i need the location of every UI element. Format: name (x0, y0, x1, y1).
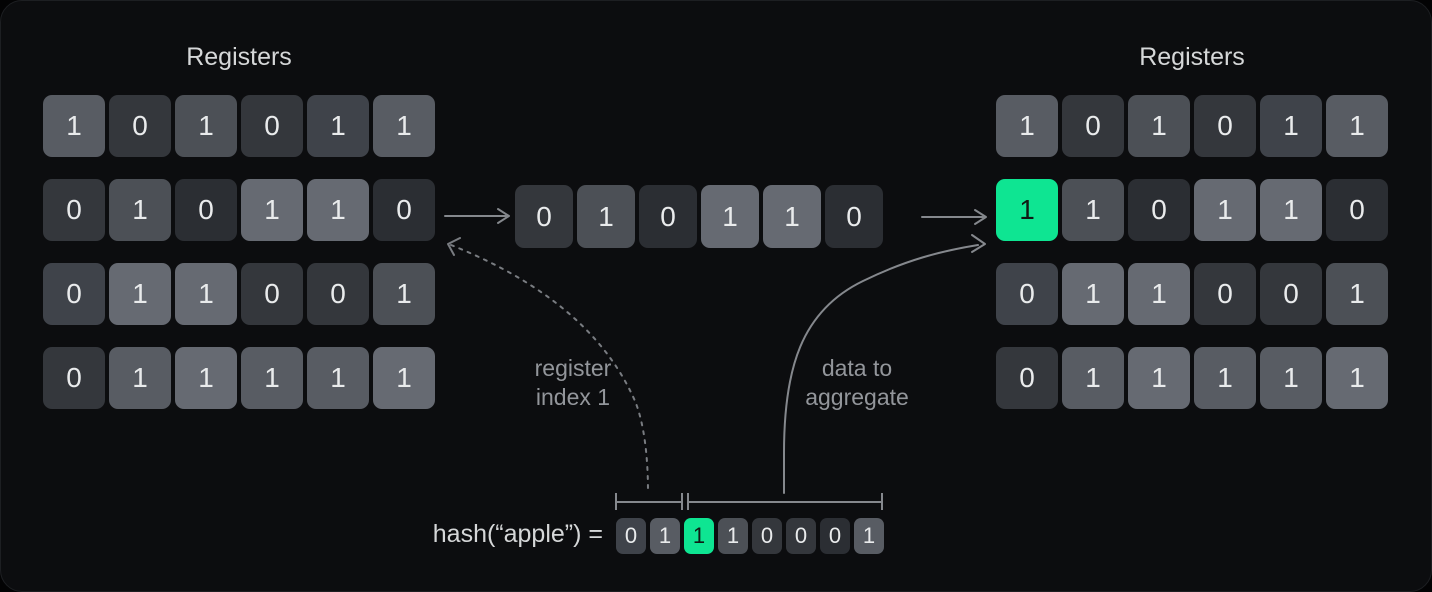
register-cell: 1 (1062, 347, 1124, 409)
register-cell-highlighted: 1 (996, 179, 1058, 241)
hash-expression: hash(“apple”) = (432, 520, 603, 548)
right-registers-title: Registers (1139, 43, 1245, 71)
register-cell: 1 (1128, 263, 1190, 325)
register-index-label-line2: index 1 (535, 384, 611, 410)
hash-bit: 0 (820, 518, 850, 554)
hash-bit: 1 (854, 518, 884, 554)
register-cell: 1 (1062, 263, 1124, 325)
register-cell: 0 (1194, 95, 1256, 157)
hash-bit: 0 (752, 518, 782, 554)
register-cell: 0 (1194, 263, 1256, 325)
register-index-label-line1: register (534, 355, 612, 381)
register-cell: 1 (373, 95, 435, 157)
hashed-value-cell: 0 (515, 185, 573, 248)
register-cell: 0 (307, 263, 369, 325)
register-cell: 1 (373, 347, 435, 409)
register-cell: 1 (109, 179, 171, 241)
register-cell: 1 (1260, 179, 1322, 241)
register-cell: 1 (175, 347, 237, 409)
register-cell: 0 (1326, 179, 1388, 241)
hashed-value-cell: 1 (763, 185, 821, 248)
register-cell: 1 (373, 263, 435, 325)
hash-bit-highlighted: 1 (684, 518, 714, 554)
register-cell: 1 (996, 95, 1058, 157)
left-registers-title: Registers (186, 43, 292, 71)
register-cell: 1 (307, 347, 369, 409)
register-cell: 1 (307, 95, 369, 157)
register-cell: 1 (1326, 95, 1388, 157)
register-cell: 1 (1194, 347, 1256, 409)
register-cell: 1 (241, 347, 303, 409)
register-cell: 1 (1326, 347, 1388, 409)
hash-bit: 1 (650, 518, 680, 554)
register-cell: 0 (241, 95, 303, 157)
data-aggregate-label-line2: aggregate (805, 384, 909, 410)
hashed-value-cell: 0 (639, 185, 697, 248)
left-to-middle-arrowhead (497, 208, 510, 224)
register-cell: 1 (109, 347, 171, 409)
register-cell: 0 (996, 347, 1058, 409)
register-cell: 1 (1326, 263, 1388, 325)
register-cell: 1 (1128, 347, 1190, 409)
middle-to-right-arrowhead (974, 209, 987, 225)
hash-bit: 0 (786, 518, 816, 554)
register-cell: 0 (1260, 263, 1322, 325)
register-index-label: register index 1 (499, 354, 647, 412)
register-cell: 1 (307, 179, 369, 241)
hashed-value-cell: 1 (701, 185, 759, 248)
register-cell: 1 (175, 95, 237, 157)
register-cell: 1 (109, 263, 171, 325)
register-cell: 1 (1260, 347, 1322, 409)
data-aggregate-label: data to aggregate (783, 354, 931, 412)
register-cell: 0 (43, 347, 105, 409)
hashed-value-cell: 1 (577, 185, 635, 248)
register-cell: 1 (43, 95, 105, 157)
register-cell: 0 (175, 179, 237, 241)
register-cell: 0 (1062, 95, 1124, 157)
hashed-value-cell: 0 (825, 185, 883, 248)
register-cell: 0 (1128, 179, 1190, 241)
register-cell: 1 (1194, 179, 1256, 241)
data-aggregate-label-line1: data to (821, 355, 893, 381)
data-aggregate-arrowhead (971, 234, 986, 253)
register-index-arrowhead (447, 237, 461, 256)
hash-bit: 1 (718, 518, 748, 554)
register-cell: 0 (996, 263, 1058, 325)
register-cell: 0 (109, 95, 171, 157)
register-cell: 1 (1062, 179, 1124, 241)
register-cell: 1 (175, 263, 237, 325)
register-cell: 0 (43, 179, 105, 241)
data-bits-bracket (687, 493, 883, 510)
index-bits-bracket (615, 493, 683, 510)
register-cell: 1 (241, 179, 303, 241)
register-cell: 0 (241, 263, 303, 325)
register-cell: 1 (1128, 95, 1190, 157)
register-cell: 0 (43, 263, 105, 325)
register-cell: 1 (1260, 95, 1322, 157)
hash-bit: 0 (616, 518, 646, 554)
register-cell: 0 (373, 179, 435, 241)
